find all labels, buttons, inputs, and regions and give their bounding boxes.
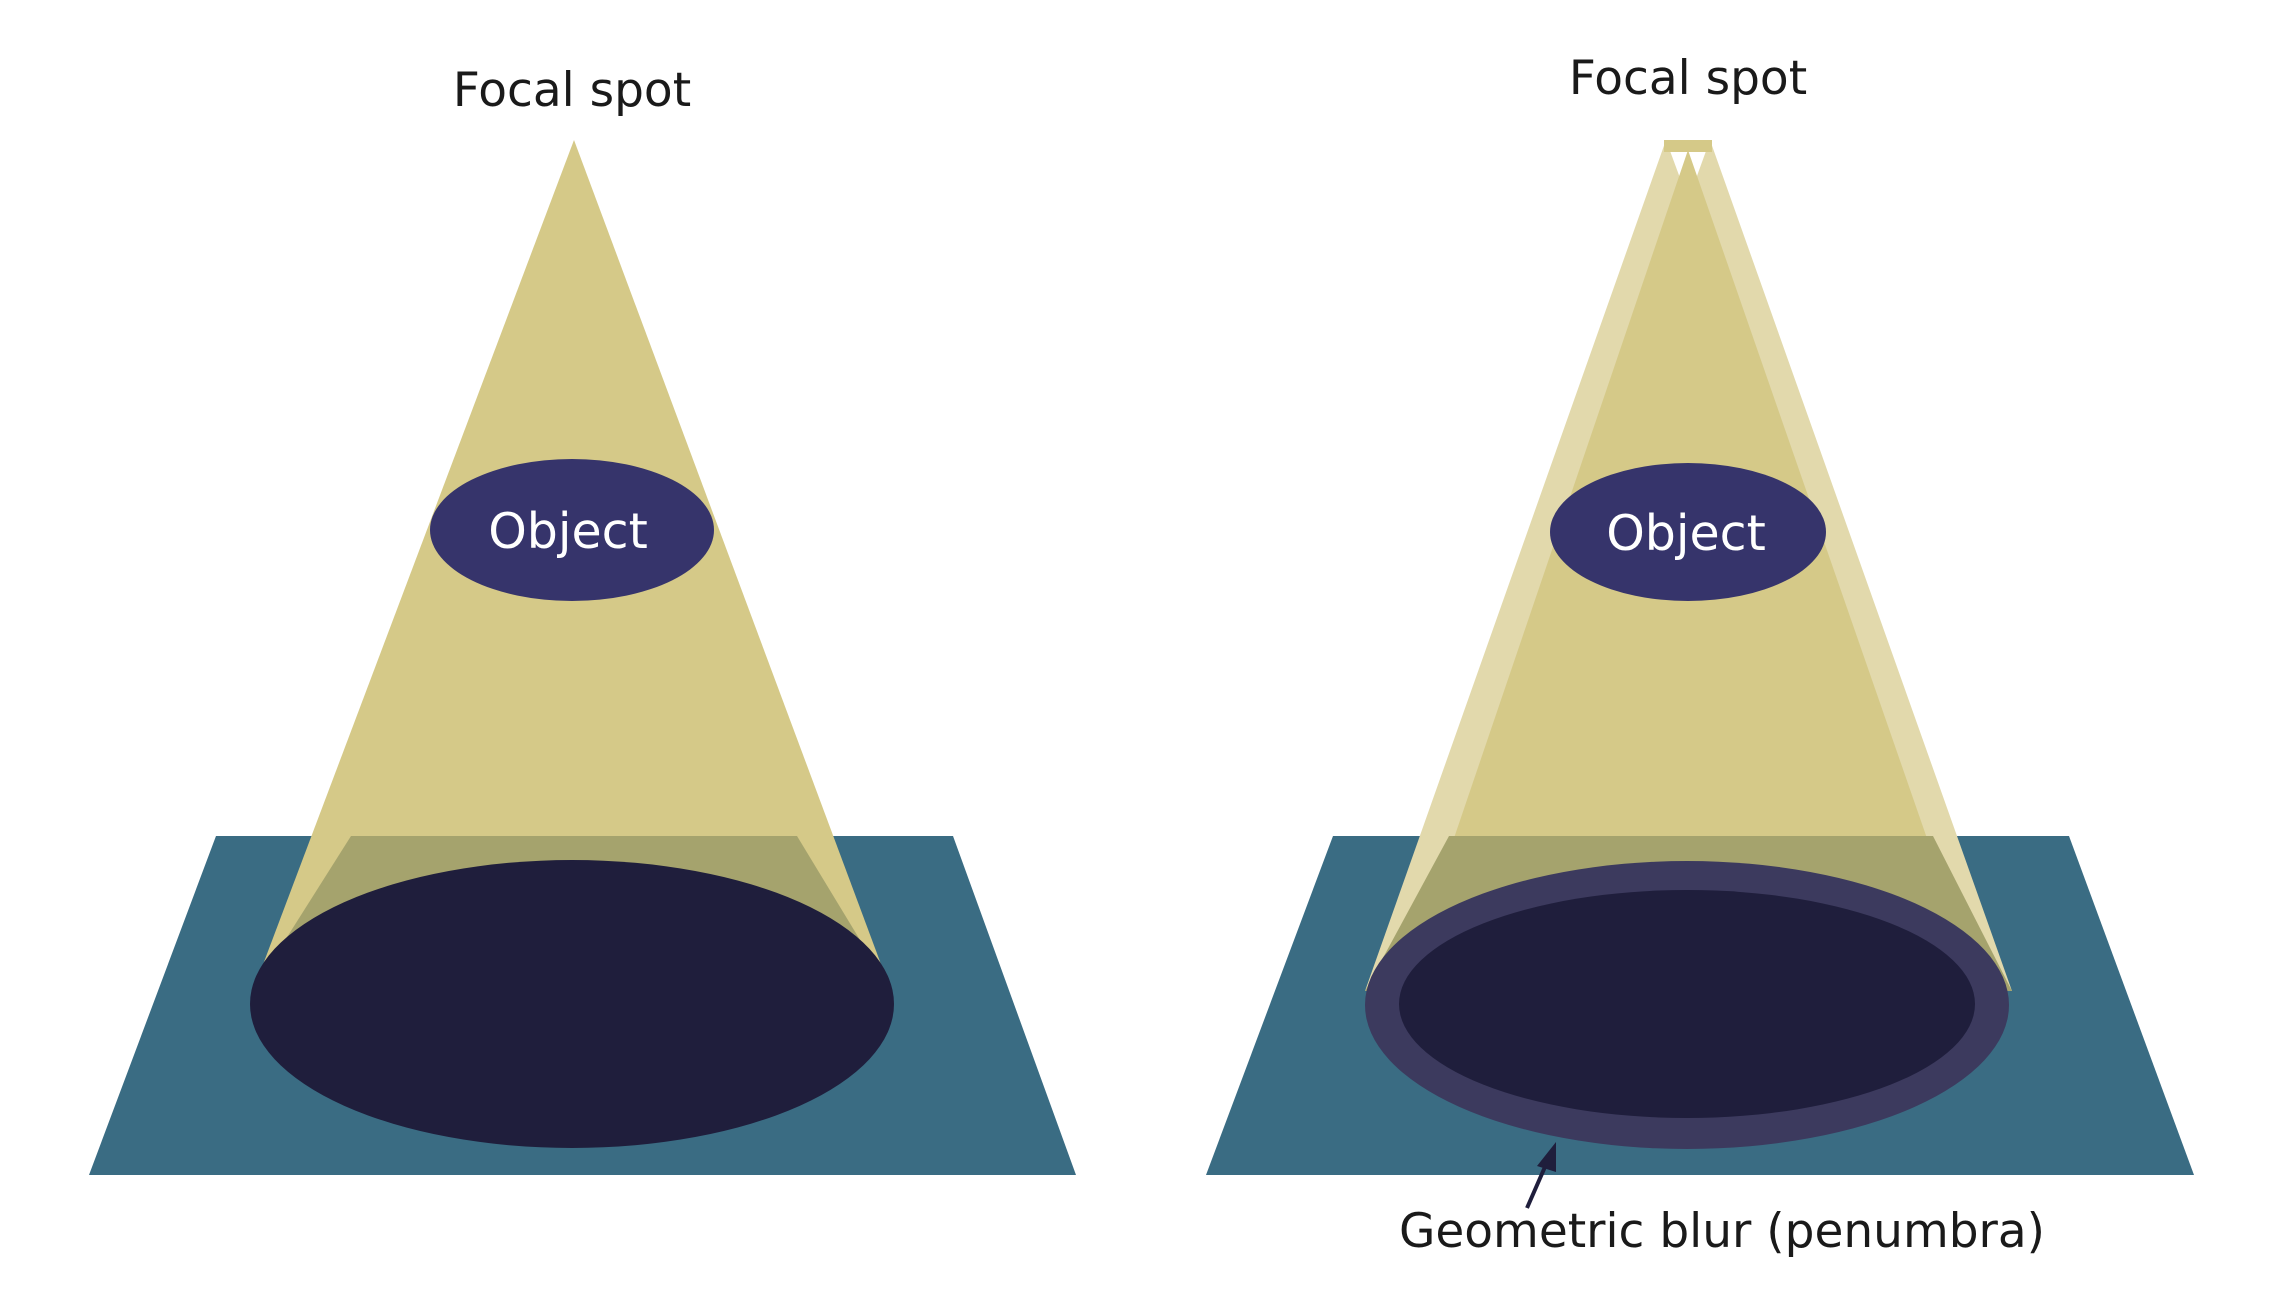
left-panel: Object Focal spot xyxy=(89,63,1076,1175)
penumbra-label: Geometric blur (penumbra) xyxy=(1399,1204,2045,1259)
right-umbra xyxy=(1399,890,1975,1118)
penumbra-arrow xyxy=(1525,1142,1556,1209)
right-object xyxy=(1550,463,1826,601)
left-object xyxy=(430,459,714,601)
left-object-label: Object xyxy=(488,503,648,560)
right-panel: Object Focal spot Geometric blur (penumb… xyxy=(1206,51,2194,1259)
left-shadow xyxy=(250,860,894,1148)
right-object-label: Object xyxy=(1606,505,1766,562)
right-focal-spot xyxy=(1664,140,1712,152)
left-focal-spot-label: Focal spot xyxy=(453,63,691,118)
right-focal-spot-label: Focal spot xyxy=(1569,51,1807,106)
